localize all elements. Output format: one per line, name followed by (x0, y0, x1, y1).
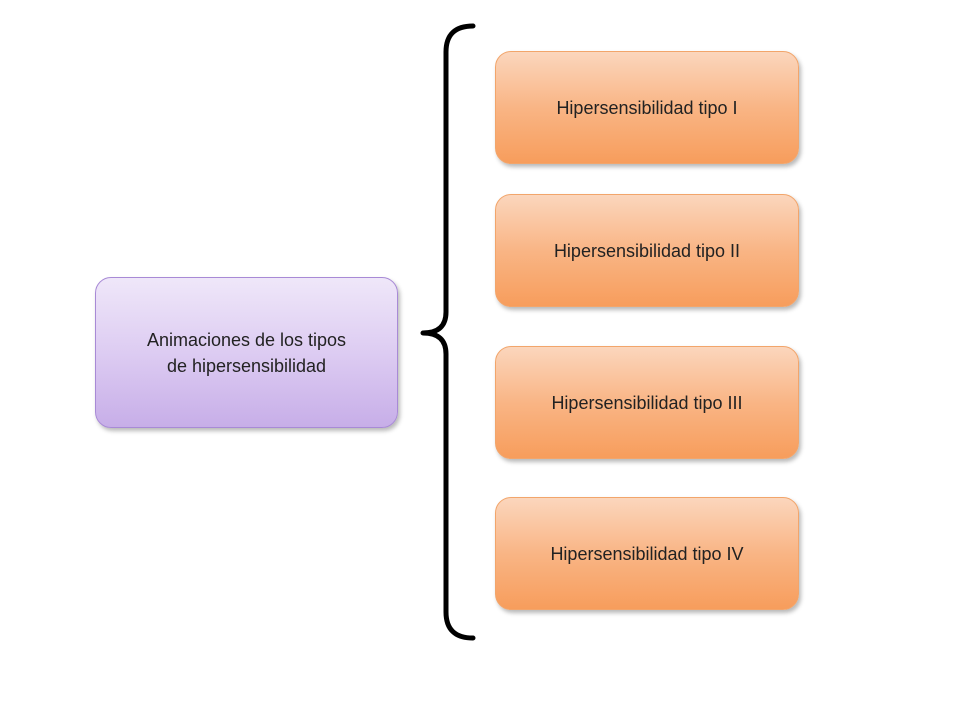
brace-path (420, 23, 476, 641)
child-node-label: Hipersensibilidad tipo III (551, 392, 743, 413)
child-node-tipo-iv: Hipersensibilidad tipo IV (495, 497, 799, 610)
root-node-box: Animaciones de los tipos de hipersensibi… (95, 277, 398, 428)
child-node-label: Hipersensibilidad tipo II (553, 240, 741, 261)
root-node-label-line-2: de hipersensibilidad (166, 355, 327, 376)
child-node-label: Hipersensibilidad tipo IV (550, 543, 744, 564)
root-node-label: Animaciones de los tipos de hipersensibi… (147, 327, 346, 379)
child-node-tipo-i: Hipersensibilidad tipo I (495, 51, 799, 164)
child-node-tipo-ii: Hipersensibilidad tipo II (495, 194, 799, 307)
root-node-label-line-1: Animaciones de los tipos (146, 329, 347, 350)
child-node-tipo-iii: Hipersensibilidad tipo III (495, 346, 799, 459)
child-node-label: Hipersensibilidad tipo I (556, 97, 738, 118)
